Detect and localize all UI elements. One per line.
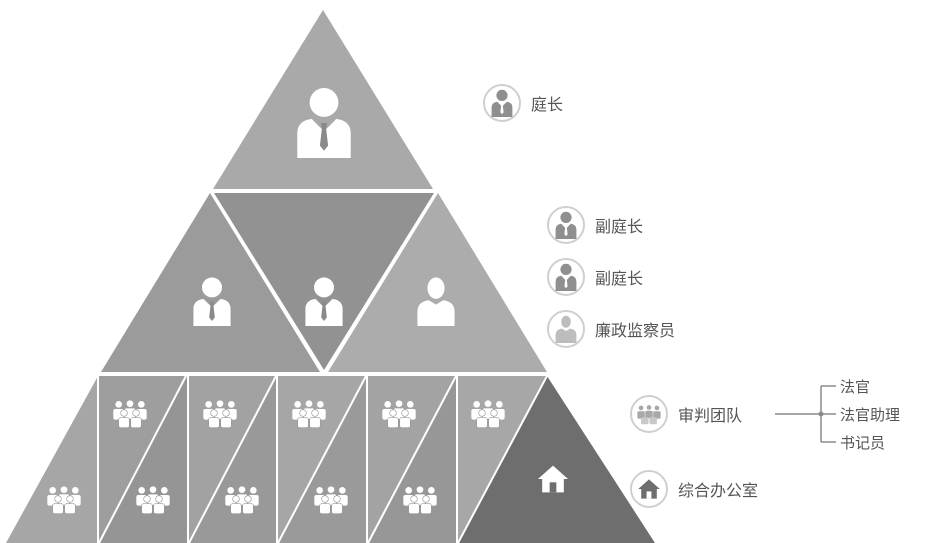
legend-label: 廉政监察员 <box>595 321 676 340</box>
legend-deputy-chief-judge: 副庭长 <box>547 258 643 296</box>
trial-team-member-judge-assistant: 法官助理 <box>840 406 901 424</box>
legend-inspector: 廉政监察员 <box>547 310 675 348</box>
trial-team-member-clerk: 书记员 <box>840 434 886 452</box>
house-icon <box>630 470 668 508</box>
legend-trial-team: 审判团队 <box>630 395 742 433</box>
legend-deputy-chief-judge: 副庭长 <box>547 206 643 244</box>
legend-label: 综合办公室 <box>678 481 759 500</box>
team-region-1 <box>6 376 98 543</box>
office-region <box>458 376 655 543</box>
person-icon <box>547 310 585 348</box>
person-suit-icon <box>547 258 585 296</box>
legend-chief-judge: 庭长 <box>483 84 563 122</box>
legend-label: 副庭长 <box>595 217 644 236</box>
legend-label: 庭长 <box>531 95 564 114</box>
trial-team-member-judge: 法官 <box>840 378 871 396</box>
person-suit-icon <box>547 206 585 244</box>
person-suit-icon <box>483 84 521 122</box>
legend-label: 审判团队 <box>678 406 743 425</box>
legend-general-office: 综合办公室 <box>630 470 758 508</box>
legend-label: 副庭长 <box>595 269 644 288</box>
group-icon <box>630 395 668 433</box>
